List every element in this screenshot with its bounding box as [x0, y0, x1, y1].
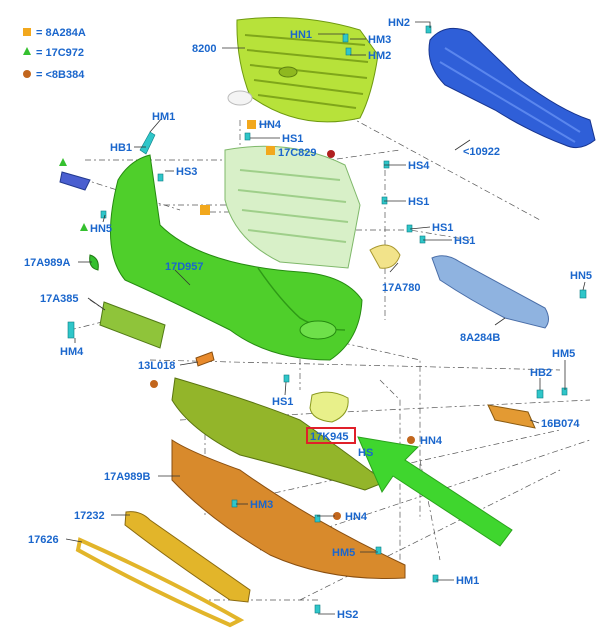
- callout-hn4-top: HN4: [259, 119, 282, 131]
- legend-text-square: = 8A284A: [36, 27, 86, 39]
- small-parts: [59, 120, 415, 520]
- callout-hn5-right: HN5: [570, 270, 592, 282]
- callout-hb1: HB1: [110, 142, 132, 154]
- pointer-arrow-icon: [357, 436, 513, 547]
- bumper-fascia-17D957: [110, 154, 363, 361]
- callout-hs3: HS3: [176, 166, 197, 178]
- upper-grille-8200: [227, 17, 379, 123]
- lower-grille-17232: [124, 511, 251, 603]
- grille-opening-reinforcement: [224, 145, 361, 269]
- legend: = 8A284A = 17C972 = <8B384: [23, 27, 86, 81]
- callout-hs4: HS4: [408, 160, 430, 172]
- callout-hm1-low: HM1: [456, 575, 479, 587]
- callout-hm1-left: HM1: [152, 111, 175, 123]
- callout-17232: 17232: [74, 510, 105, 522]
- callout-hn5-left: HN5: [90, 223, 112, 235]
- callout-hs1-c: HS1: [432, 222, 453, 234]
- energy-absorber-8A284B: [431, 255, 549, 329]
- lower-valance: [171, 439, 406, 579]
- legend-text-circle: = <8B384: [36, 69, 85, 81]
- callout-hm2-top: HM2: [368, 50, 391, 62]
- callout-8200: 8200: [192, 43, 216, 55]
- callout-17a989b: 17A989B: [104, 471, 151, 483]
- fasteners: [67, 25, 587, 614]
- bracket-16B074: [487, 404, 536, 429]
- callout-hs1-d: HS1: [454, 235, 475, 247]
- air-deflector: [171, 377, 387, 491]
- callout-hm5-low: HM5: [332, 547, 355, 559]
- callout-hn4-mid: HN4: [420, 435, 443, 447]
- callout-hs2: HS2: [337, 609, 358, 621]
- callout-labels: 8200 HN1 HM3 HM2 HN2 <10922 HM1 HB1 HS3 …: [24, 17, 592, 621]
- callout-17d957: 17D957: [165, 261, 204, 273]
- callout-17c829: 17C829: [278, 147, 317, 159]
- callout-17a780: 17A780: [382, 282, 421, 294]
- callout-hn4-low: HN4: [345, 511, 368, 523]
- callout-8a284b: 8A284B: [460, 332, 500, 344]
- callout-13l018: 13L018: [138, 360, 175, 372]
- callout-hm3-low: HM3: [250, 499, 273, 511]
- callout-hn1-top: HN1: [290, 29, 312, 41]
- callout-17k945: 17K945: [310, 431, 349, 443]
- legend-circle-icon: [23, 70, 31, 78]
- bumper-reinforcement-10922: [428, 27, 596, 149]
- callout-hs-partial: HS: [358, 447, 373, 459]
- callout-hs1-e: HS1: [272, 396, 293, 408]
- license-bracket-17A385: [99, 301, 166, 349]
- callout-hn2-top: HN2: [388, 17, 410, 29]
- callout-10922: <10922: [463, 146, 500, 158]
- callout-hm4: HM4: [60, 346, 84, 358]
- trim-17K945: [309, 391, 349, 423]
- legend-square-icon: [23, 28, 31, 36]
- legend-text-triangle: = 17C972: [36, 47, 84, 59]
- callout-17a989a: 17A989A: [24, 257, 71, 269]
- callout-16b074: 16B074: [541, 418, 580, 430]
- leader-lines: [65, 21, 586, 615]
- legend-triangle-icon: [23, 47, 31, 55]
- callout-hm3-top: HM3: [368, 34, 391, 46]
- callout-hm5-right: HM5: [552, 348, 575, 360]
- callout-hs1-b: HS1: [408, 196, 429, 208]
- highlight-box: [306, 427, 356, 444]
- bezel-17626: [75, 537, 245, 628]
- callout-17626: 17626: [28, 534, 59, 546]
- bracket-17A780: [369, 244, 401, 269]
- callout-hs1-a: HS1: [282, 133, 303, 145]
- callout-17a385: 17A385: [40, 293, 79, 305]
- callout-hb2: HB2: [530, 367, 552, 379]
